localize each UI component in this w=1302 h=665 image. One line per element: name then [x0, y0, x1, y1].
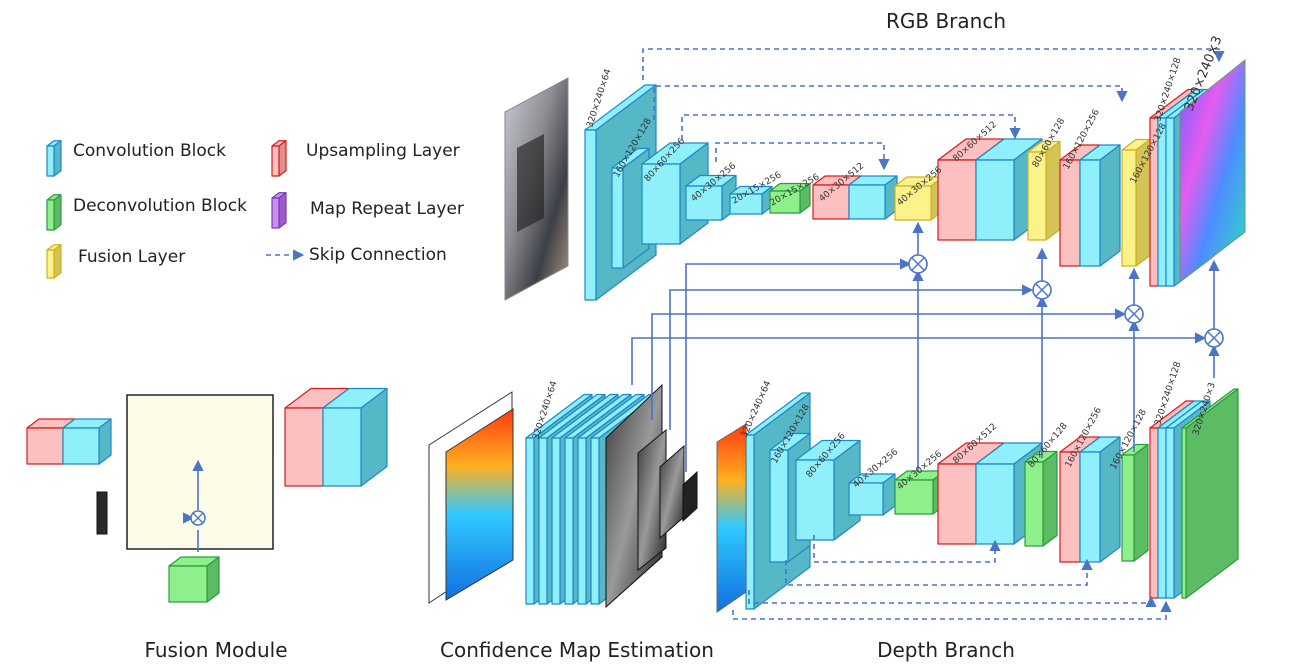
legend-fusion-label: Fusion Layer — [78, 247, 185, 267]
fusion-module-frame — [126, 394, 274, 550]
input-images — [428, 58, 1246, 613]
legend-deconvolution-icon — [46, 194, 62, 231]
legend-convolution-label: Convolution Block — [73, 141, 226, 161]
conf-to-fusion-3 — [651, 308, 1127, 420]
depth-branch-title: Depth Branch — [877, 638, 1015, 662]
depth-deconv-output — [1181, 388, 1239, 599]
fusion-module-conv-block — [62, 418, 112, 465]
conf-to-fusion-4 — [631, 332, 1207, 385]
conf-to-fusion-1 — [685, 258, 912, 472]
confidence-map-mid — [637, 428, 667, 572]
confidence-input-depth-map — [445, 408, 514, 601]
confidence-map-title: Confidence Map Estimation — [440, 638, 714, 662]
fusion-module-title: Fusion Module — [144, 638, 287, 662]
depth-conv-10 — [1079, 436, 1121, 563]
rgb-conv-8 — [848, 175, 898, 220]
legend: Convolution Block Deconvolution Block Fu… — [73, 141, 464, 267]
fusion-module-multiply-mark — [192, 512, 204, 524]
depth-deconv-11 — [1121, 443, 1149, 562]
fusion-module-example-conv — [322, 387, 388, 487]
legend-convolution-icon — [46, 140, 62, 177]
legend-map-repeat-label: Map Repeat Layer — [310, 199, 464, 219]
rgb-conv-14 — [1079, 144, 1121, 267]
legend-deconvolution-label: Deconvolution Block — [73, 196, 247, 216]
legend-upsampling-icon — [271, 140, 287, 177]
fusion-module-confidence-map — [96, 491, 108, 535]
multiply-icon-3 — [1124, 304, 1144, 324]
rgb-conv-4 — [685, 174, 737, 221]
conf-to-fusion-2 — [669, 284, 1034, 430]
rgb-skip-2 — [653, 85, 1128, 120]
multiply-icon-4 — [1204, 328, 1224, 348]
legend-map-repeat-icon — [271, 192, 287, 229]
rgb-output-normal-map — [1179, 58, 1246, 284]
depth-skip-2 — [785, 558, 1093, 586]
depth-skip-1 — [813, 535, 1001, 563]
depth-input-image — [716, 423, 747, 613]
confidence-map-tiny — [682, 470, 698, 523]
depth-skip-3 — [748, 590, 1157, 607]
legend-upsampling-label: Upsampling Layer — [306, 141, 460, 161]
rgb-branch-title: RGB Branch — [886, 9, 1006, 33]
rgb-fusion-12 — [1027, 140, 1061, 241]
fusion-module — [96, 394, 274, 552]
multiply-icon-2 — [1032, 280, 1052, 300]
rgb-skip-3 — [681, 114, 1021, 140]
depth-deconv-8 — [1024, 450, 1058, 547]
depth-conv-4 — [848, 473, 896, 516]
fusion-module-input-deconv — [168, 556, 220, 603]
multiply-icon-1 — [908, 254, 928, 274]
legend-skip-label: Skip Connection — [309, 245, 447, 265]
connections — [631, 48, 1225, 620]
rgb-deconv-6 — [769, 182, 811, 214]
legend-fusion-icon — [46, 244, 62, 279]
rgb-fusion-15 — [1121, 138, 1151, 267]
depth-skip-4 — [732, 600, 1172, 620]
rgb-input-image-monitor — [517, 134, 544, 232]
rgb-skip-1 — [642, 48, 1225, 80]
layer-blocks — [26, 84, 1239, 610]
rgb-skip-4 — [715, 142, 890, 171]
